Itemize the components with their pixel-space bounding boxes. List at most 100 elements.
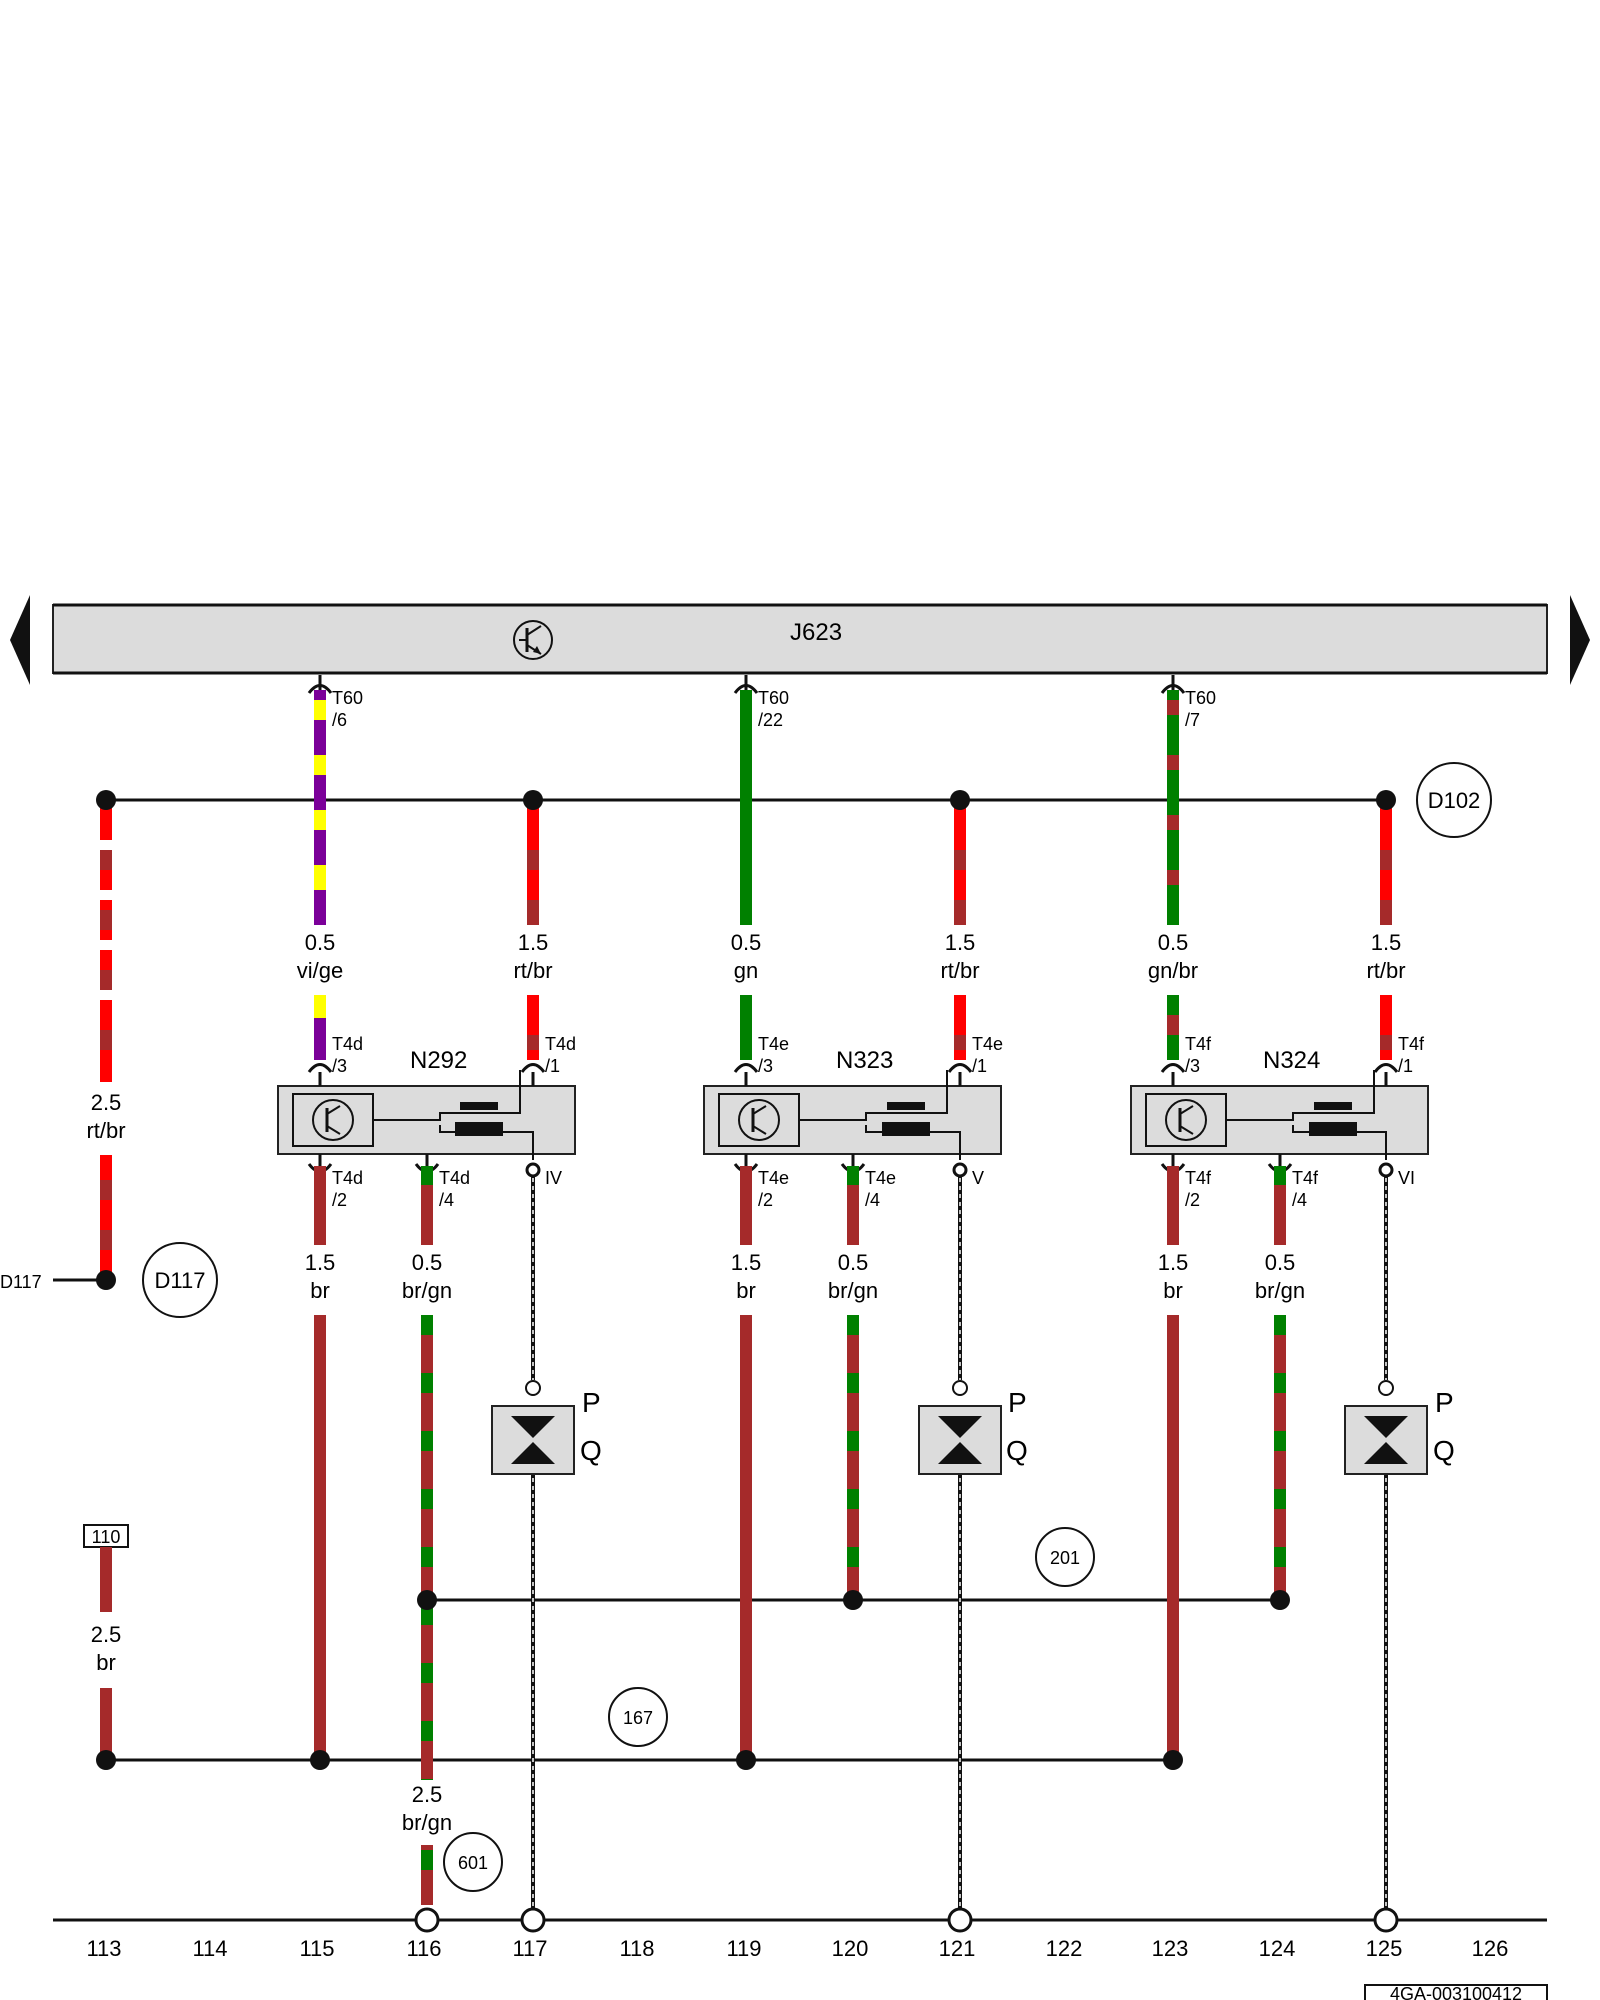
n323-pin2-a: T4e (758, 1168, 789, 1188)
svg-text:113: 113 (86, 1936, 121, 1961)
wire-size-5: 0.5 (1158, 930, 1189, 955)
svg-text:116: 116 (406, 1936, 441, 1961)
ecu-pin-6-b: /6 (332, 710, 347, 730)
signal-wires-br-gn (421, 1166, 1286, 1905)
bus-junctions-top (96, 790, 1396, 1290)
d117-ref-label: D117 (0, 1272, 42, 1292)
next-page-arrow[interactable] (1570, 595, 1590, 685)
n323-pin1-b: /1 (972, 1056, 987, 1076)
svg-text:122: 122 (1046, 1936, 1083, 1961)
wire-color-7: br (310, 1278, 330, 1303)
n324-pin4-b: /4 (1292, 1190, 1307, 1210)
wire-size-6: 1.5 (1371, 930, 1402, 955)
connection-d117 (142, 1242, 218, 1318)
svg-text:123: 123 (1152, 1936, 1189, 1961)
wire-size-3: 0.5 (731, 930, 762, 955)
ecu-pin-6-a: T60 (332, 688, 363, 708)
n324-pin3-b: /3 (1185, 1056, 1200, 1076)
n324-pin2-a: T4f (1185, 1168, 1212, 1188)
n324-coil-term: VI (1398, 1168, 1415, 1188)
svg-text:117: 117 (512, 1936, 547, 1961)
svg-text:114: 114 (192, 1936, 227, 1961)
n323-pin4-a: T4e (865, 1168, 896, 1188)
ecu-pin-22-a: T60 (758, 688, 789, 708)
wire-size-2: 1.5 (518, 930, 549, 955)
component-n324 (1130, 1070, 1429, 1160)
wire-size-7: 1.5 (305, 1250, 336, 1275)
n323-coil-term: V (972, 1168, 984, 1188)
wire-main-color: br/gn (402, 1810, 452, 1835)
n323-pin3-a: T4e (758, 1034, 789, 1054)
ignition-coil-symbols (491, 1380, 1428, 1475)
connection-201-label: 201 (1050, 1548, 1080, 1568)
wire-size-10: 0.5 (838, 1250, 869, 1275)
n292-pin1-a: T4d (545, 1034, 576, 1054)
svg-text:124: 124 (1259, 1936, 1296, 1961)
connection-d117-label: D117 (155, 1268, 206, 1293)
pq-p-2: P (1008, 1387, 1027, 1418)
wire-feed-size: 2.5 (91, 1090, 122, 1115)
bottom-terminals (414, 1907, 1399, 1933)
svg-text:125: 125 (1366, 1936, 1403, 1961)
connection-201 (1035, 1527, 1095, 1587)
svg-text:115: 115 (299, 1936, 334, 1961)
connection-d102 (1416, 762, 1492, 838)
component-n323-label: N323 (836, 1047, 893, 1074)
wire-color-4: rt/br (940, 958, 979, 983)
ecu-pin-connectors (307, 675, 1186, 694)
wire-feed-color: rt/br (86, 1118, 125, 1143)
n324-pin1-a: T4f (1398, 1034, 1425, 1054)
control-unit-label: J623 (790, 619, 842, 646)
pq-p-3: P (1435, 1387, 1454, 1418)
connection-601-label: 601 (458, 1853, 488, 1873)
component-n292 (277, 1070, 576, 1160)
wire-color-8: br/gn (402, 1278, 452, 1303)
control-unit-box (52, 604, 1548, 674)
pq-q-1: Q (580, 1435, 602, 1466)
ecu-pin-7-b: /7 (1185, 710, 1200, 730)
n323-pin1-a: T4e (972, 1034, 1003, 1054)
svg-text:120: 120 (832, 1936, 869, 1961)
connection-167 (608, 1687, 668, 1747)
wire-size-1: 0.5 (305, 930, 336, 955)
n324-pin3-a: T4f (1185, 1034, 1212, 1054)
ground-wires (314, 1166, 1179, 1760)
component-n292-label: N292 (410, 1047, 467, 1074)
svg-text:119: 119 (726, 1936, 761, 1961)
n323-pin2-b: /2 (758, 1190, 773, 1210)
wire-ground-size: 2.5 (91, 1622, 122, 1647)
n292-coil-term: IV (545, 1168, 562, 1188)
svg-text:121: 121 (939, 1936, 976, 1961)
n292-pin4-b: /4 (439, 1190, 454, 1210)
wire-color-3: gn (734, 958, 758, 983)
n324-pin2-b: /2 (1185, 1190, 1200, 1210)
component-n323 (703, 1070, 1002, 1160)
n323-pin3-b: /3 (758, 1056, 773, 1076)
wire-ground-color: br (96, 1650, 116, 1675)
wire-color-2: rt/br (513, 958, 552, 983)
grid-numbers: 113 114 115 116 117 118 119 120 121 122 … (86, 1936, 1508, 1961)
svg-text:118: 118 (619, 1936, 654, 1961)
n324-pin1-b: /1 (1398, 1056, 1413, 1076)
shielded-lines (531, 1176, 1388, 1908)
wire-size-11: 1.5 (1158, 1250, 1189, 1275)
pq-q-2: Q (1006, 1435, 1028, 1466)
n292-pin2-a: T4d (332, 1168, 363, 1188)
bus-lines (53, 798, 1547, 1922)
footer-code-box (1364, 1984, 1548, 2000)
n292-pin3-b: /3 (332, 1056, 347, 1076)
n292-pin4-a: T4d (439, 1168, 470, 1188)
footer-code: 4GA-003100412 (1390, 1984, 1522, 2000)
ref-110-label: 110 (92, 1527, 121, 1547)
component-connectors (307, 1063, 1399, 1178)
wire-color-6: rt/br (1366, 958, 1405, 983)
bus-junctions-lower (96, 1590, 1290, 1770)
wire-size-8: 0.5 (412, 1250, 443, 1275)
wire-size-9: 1.5 (731, 1250, 762, 1275)
n292-pin2-b: /2 (332, 1190, 347, 1210)
prev-page-arrow[interactable] (10, 595, 30, 685)
wire-main-size: 2.5 (412, 1782, 443, 1807)
n292-pin3-a: T4d (332, 1034, 363, 1054)
wire-size-12: 0.5 (1265, 1250, 1296, 1275)
